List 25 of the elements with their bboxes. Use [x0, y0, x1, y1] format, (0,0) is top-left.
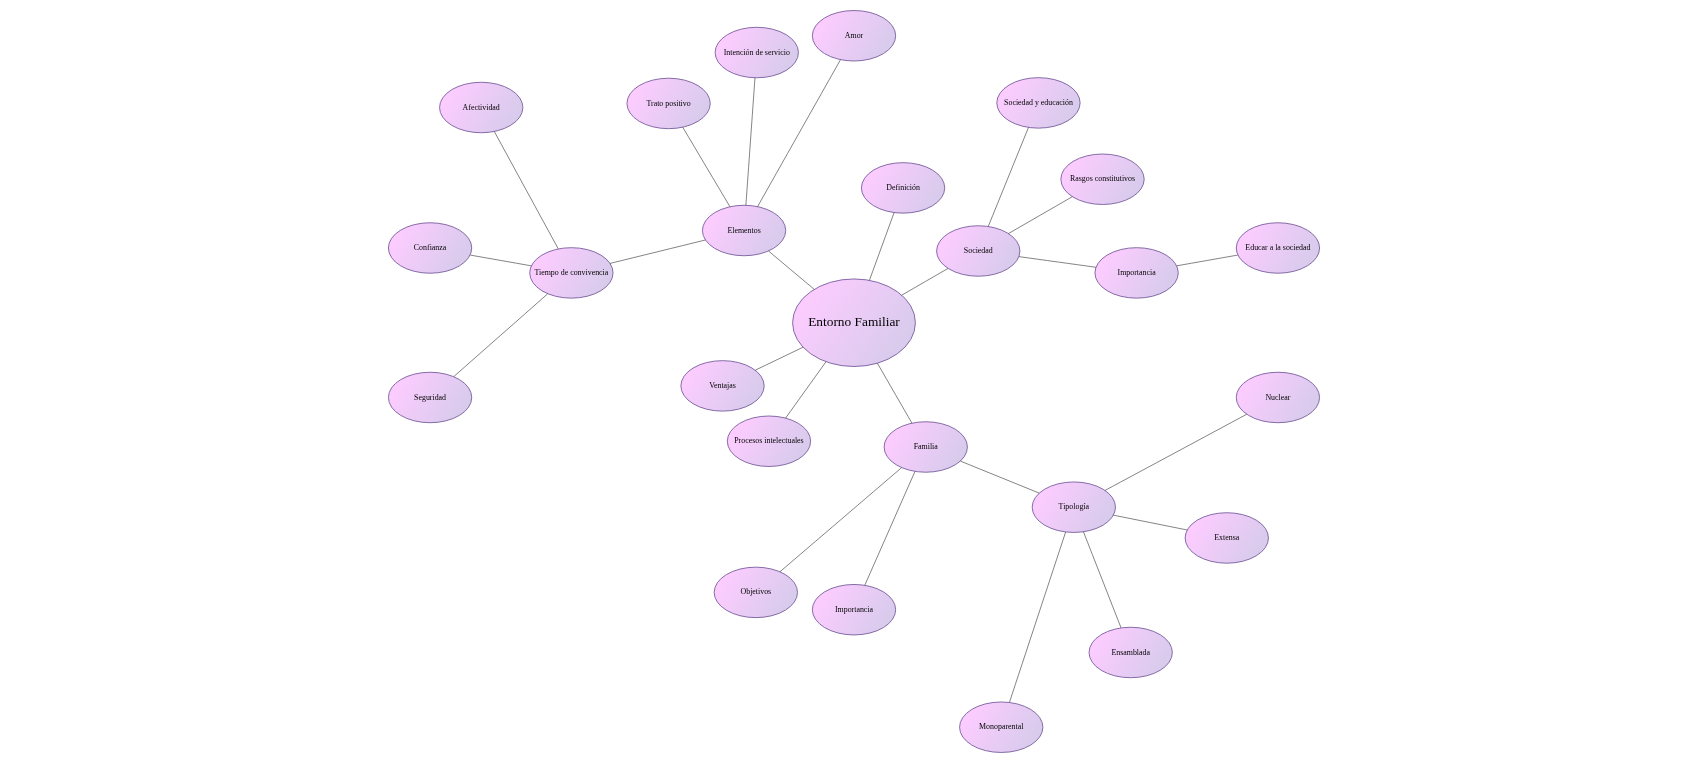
connector — [1008, 196, 1073, 234]
connector — [1083, 531, 1122, 629]
connector — [453, 293, 549, 377]
connector — [768, 250, 815, 290]
node-ellipse: Entorno Familiar — [792, 278, 916, 367]
connector — [1113, 514, 1188, 531]
connector — [682, 126, 731, 207]
connector — [1009, 531, 1066, 703]
connector — [785, 361, 827, 419]
connector — [869, 212, 895, 281]
connector — [864, 471, 916, 586]
connector — [877, 362, 913, 424]
connector — [494, 131, 559, 250]
connector — [470, 254, 532, 267]
connector — [609, 239, 706, 264]
connector — [779, 467, 902, 573]
connector — [987, 127, 1029, 227]
connector — [757, 59, 841, 207]
connector — [1176, 254, 1238, 267]
connector — [745, 77, 756, 206]
connector — [1104, 413, 1247, 491]
connector — [1018, 256, 1097, 268]
connector — [960, 460, 1040, 494]
connector — [755, 346, 804, 371]
connector — [901, 268, 949, 296]
